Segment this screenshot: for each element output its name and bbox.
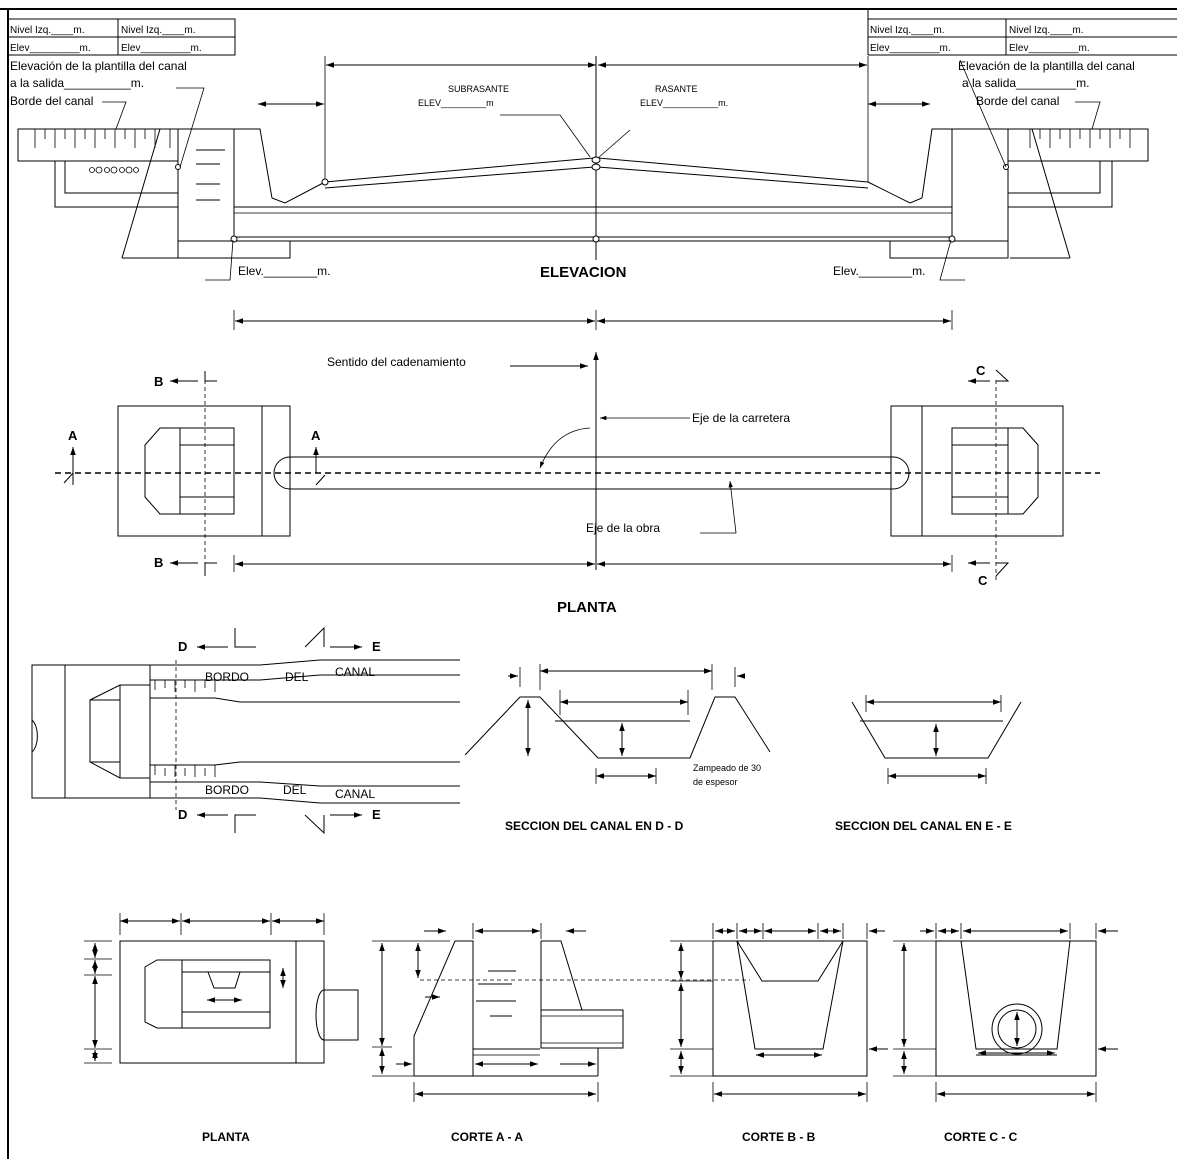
header-right-r1c1: Nivel Izq.____m.	[870, 25, 944, 36]
header-right-r1c2: Nivel Izq.____m.	[1009, 25, 1083, 36]
eje-carretera-label: Eje de la carretera	[692, 411, 790, 425]
corte-b-title: CORTE B - B	[742, 1130, 816, 1144]
del-top: DEL	[285, 670, 309, 684]
plan-title: PLANTA	[557, 599, 617, 616]
cut-d-bottom: D	[178, 807, 187, 822]
elev-left-bottom: Elev.________m.	[238, 264, 331, 278]
cut-e-top: E	[372, 639, 381, 654]
header-table-right: Nivel Izq.____m. Nivel Izq.____m. Elev__…	[867, 9, 1177, 56]
canal-section-e: SECCION DEL CANAL EN E - E	[835, 695, 1022, 833]
zampeado-line-1: Zampeado de 30	[693, 763, 761, 773]
del-bottom: DEL	[283, 783, 307, 797]
canal-top: CANAL	[335, 665, 375, 679]
elev-right-note-1: Elevación de la plantilla del canal	[958, 59, 1135, 73]
header-right-r2c2: Elev_________m.	[1009, 43, 1090, 54]
cut-d-top: D	[178, 639, 187, 654]
header-right-r2c1: Elev_________m.	[870, 43, 951, 54]
subrasante-elev: ELEV_________m	[418, 98, 494, 108]
header-left-r1c1: Nivel Izq.____m.	[10, 25, 84, 36]
rasante-elev: ELEV___________m.	[640, 98, 728, 108]
bordo-top: BORDO	[205, 670, 249, 684]
cut-c-top: C	[976, 363, 986, 378]
cut-b-bottom: B	[154, 555, 163, 570]
corte-a-title: CORTE A - A	[451, 1130, 523, 1144]
subrasante-label: SUBRASANTE	[448, 84, 509, 94]
canal-plan: BORDO DEL CANAL BORDO DEL CANAL D D E E	[31, 626, 460, 835]
header-left-r2c1: Elev_________m.	[10, 43, 91, 54]
cut-c-bottom: C	[978, 573, 988, 588]
cut-b-top: B	[154, 374, 163, 389]
cut-e-bottom: E	[372, 807, 381, 822]
elev-left-note-3: Borde del canal	[10, 94, 93, 108]
detail-planta: PLANTA	[84, 913, 359, 1144]
sentido-label: Sentido del cadenamiento	[327, 355, 466, 369]
elev-right-note-3: Borde del canal	[976, 94, 1059, 108]
corte-c-title: CORTE C - C	[944, 1130, 1018, 1144]
header-left-r1c2: Nivel Izq.____m.	[121, 25, 195, 36]
corte-a-a: CORTE A - A	[372, 923, 750, 1144]
sheet-frame	[0, 8, 1177, 1159]
eje-obra-label: Eje de la obra	[586, 521, 660, 535]
canal-bottom: CANAL	[335, 787, 375, 801]
section-e-title: SECCION DEL CANAL EN E - E	[835, 819, 1012, 833]
elev-left-note-1: Elevación de la plantilla del canal	[10, 59, 187, 73]
corte-c-c: CORTE C - C	[893, 923, 1118, 1144]
header-table-left: Nivel Izq.____m. Nivel Izq.____m. Elev__…	[7, 18, 236, 56]
plan-view: Sentido del cadenamiento B B C	[55, 352, 1100, 616]
corte-b-b: CORTE B - B	[670, 923, 888, 1144]
elev-right-bottom: Elev.________m.	[833, 264, 926, 278]
cut-a-left: A	[68, 428, 78, 443]
section-d-title: SECCION DEL CANAL EN D - D	[505, 819, 684, 833]
elevation-view: Elevación de la plantilla del canal a la…	[10, 56, 1149, 330]
cut-a-right: A	[311, 428, 321, 443]
elev-left-note-2: a la salida__________m.	[10, 76, 144, 90]
zampeado-line-2: de espesor	[693, 777, 738, 787]
elev-right-note-2: a la salida_________m.	[962, 76, 1089, 90]
detail-planta-title: PLANTA	[202, 1130, 250, 1144]
elevation-title: ELEVACION	[540, 264, 626, 281]
rasante-label: RASANTE	[655, 84, 698, 94]
header-left-r2c2: Elev_________m.	[121, 43, 202, 54]
canal-section-d: Zampeado de 30 de espesor SECCION DEL CA…	[464, 664, 771, 833]
bordo-bottom: BORDO	[205, 783, 249, 797]
